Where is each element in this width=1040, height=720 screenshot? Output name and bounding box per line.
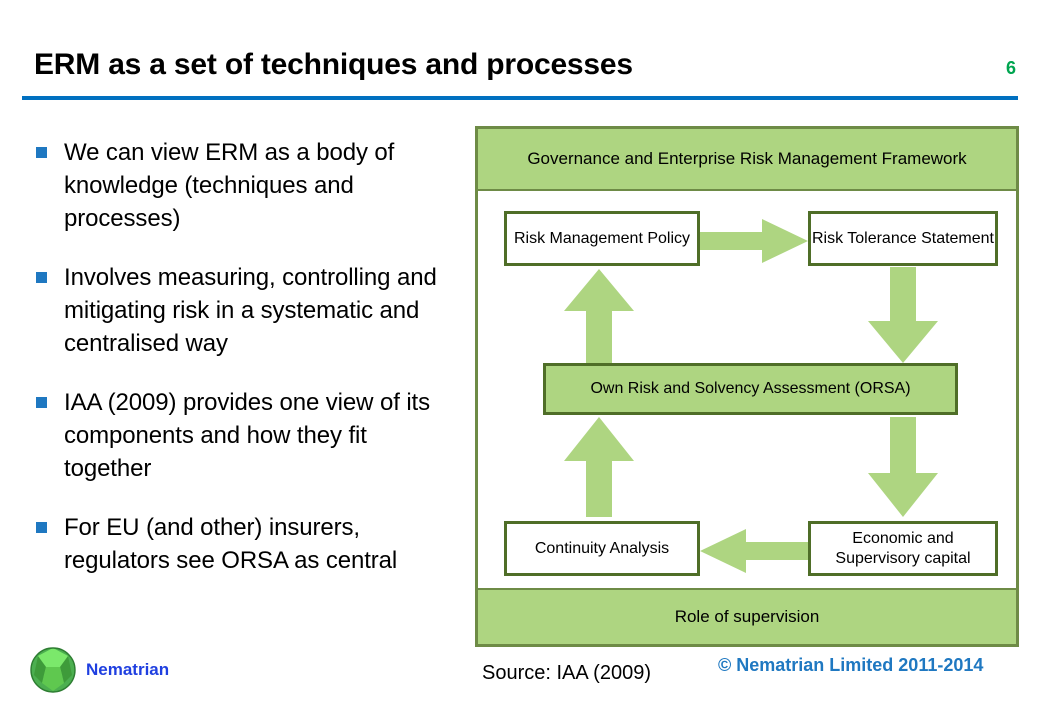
arrow-up-icon bbox=[562, 417, 636, 517]
box-risk-tolerance-statement: Risk Tolerance Statement bbox=[808, 211, 998, 266]
polyhedron-logo-icon bbox=[28, 645, 78, 695]
brand-logo: Nematrian bbox=[28, 645, 169, 695]
diagram-header-band: Governance and Enterprise Risk Managemen… bbox=[478, 129, 1016, 191]
copyright-notice: © Nematrian Limited 2011-2014 bbox=[718, 655, 984, 675]
bullet-square-icon bbox=[36, 272, 47, 283]
box-economic-supervisory-capital: Economic and Supervisory capital bbox=[808, 521, 998, 576]
title-bar: ERM as a set of techniques and processes… bbox=[0, 48, 1040, 104]
diagram-footer-band: Role of supervision bbox=[478, 588, 1016, 644]
list-item: We can view ERM as a body of knowledge (… bbox=[28, 136, 458, 235]
box-risk-management-policy: Risk Management Policy bbox=[504, 211, 700, 266]
box-orsa: Own Risk and Solvency Assessment (ORSA) bbox=[543, 363, 958, 415]
bullet-square-icon bbox=[36, 522, 47, 533]
bullet-text: For EU (and other) insurers, regulators … bbox=[64, 514, 398, 574]
list-item: For EU (and other) insurers, regulators … bbox=[28, 511, 458, 577]
bullet-list: We can view ERM as a body of knowledge (… bbox=[28, 136, 458, 603]
bullet-text: Involves measuring, controlling and miti… bbox=[64, 264, 437, 357]
arrow-up-icon bbox=[562, 269, 636, 363]
list-item: Involves measuring, controlling and miti… bbox=[28, 261, 458, 360]
box-continuity-analysis: Continuity Analysis bbox=[504, 521, 700, 576]
brand-name: Nematrian bbox=[86, 660, 170, 679]
erm-framework-diagram: Governance and Enterprise Risk Managemen… bbox=[475, 126, 1019, 647]
list-item: IAA (2009) provides one view of its comp… bbox=[28, 386, 458, 485]
title-divider bbox=[22, 96, 1018, 100]
bullet-square-icon bbox=[36, 397, 47, 408]
arrow-right-icon bbox=[700, 219, 808, 263]
page-number: 6 bbox=[1005, 58, 1016, 78]
arrow-down-icon bbox=[866, 267, 940, 363]
bullet-text: IAA (2009) provides one view of its comp… bbox=[64, 389, 431, 482]
source-note: Source: IAA (2009) bbox=[482, 662, 651, 684]
arrow-down-icon bbox=[866, 417, 940, 517]
arrow-left-icon bbox=[700, 529, 808, 573]
page-title: ERM as a set of techniques and processes bbox=[34, 48, 633, 81]
bullet-text: We can view ERM as a body of knowledge (… bbox=[64, 139, 395, 232]
bullet-square-icon bbox=[36, 147, 47, 158]
